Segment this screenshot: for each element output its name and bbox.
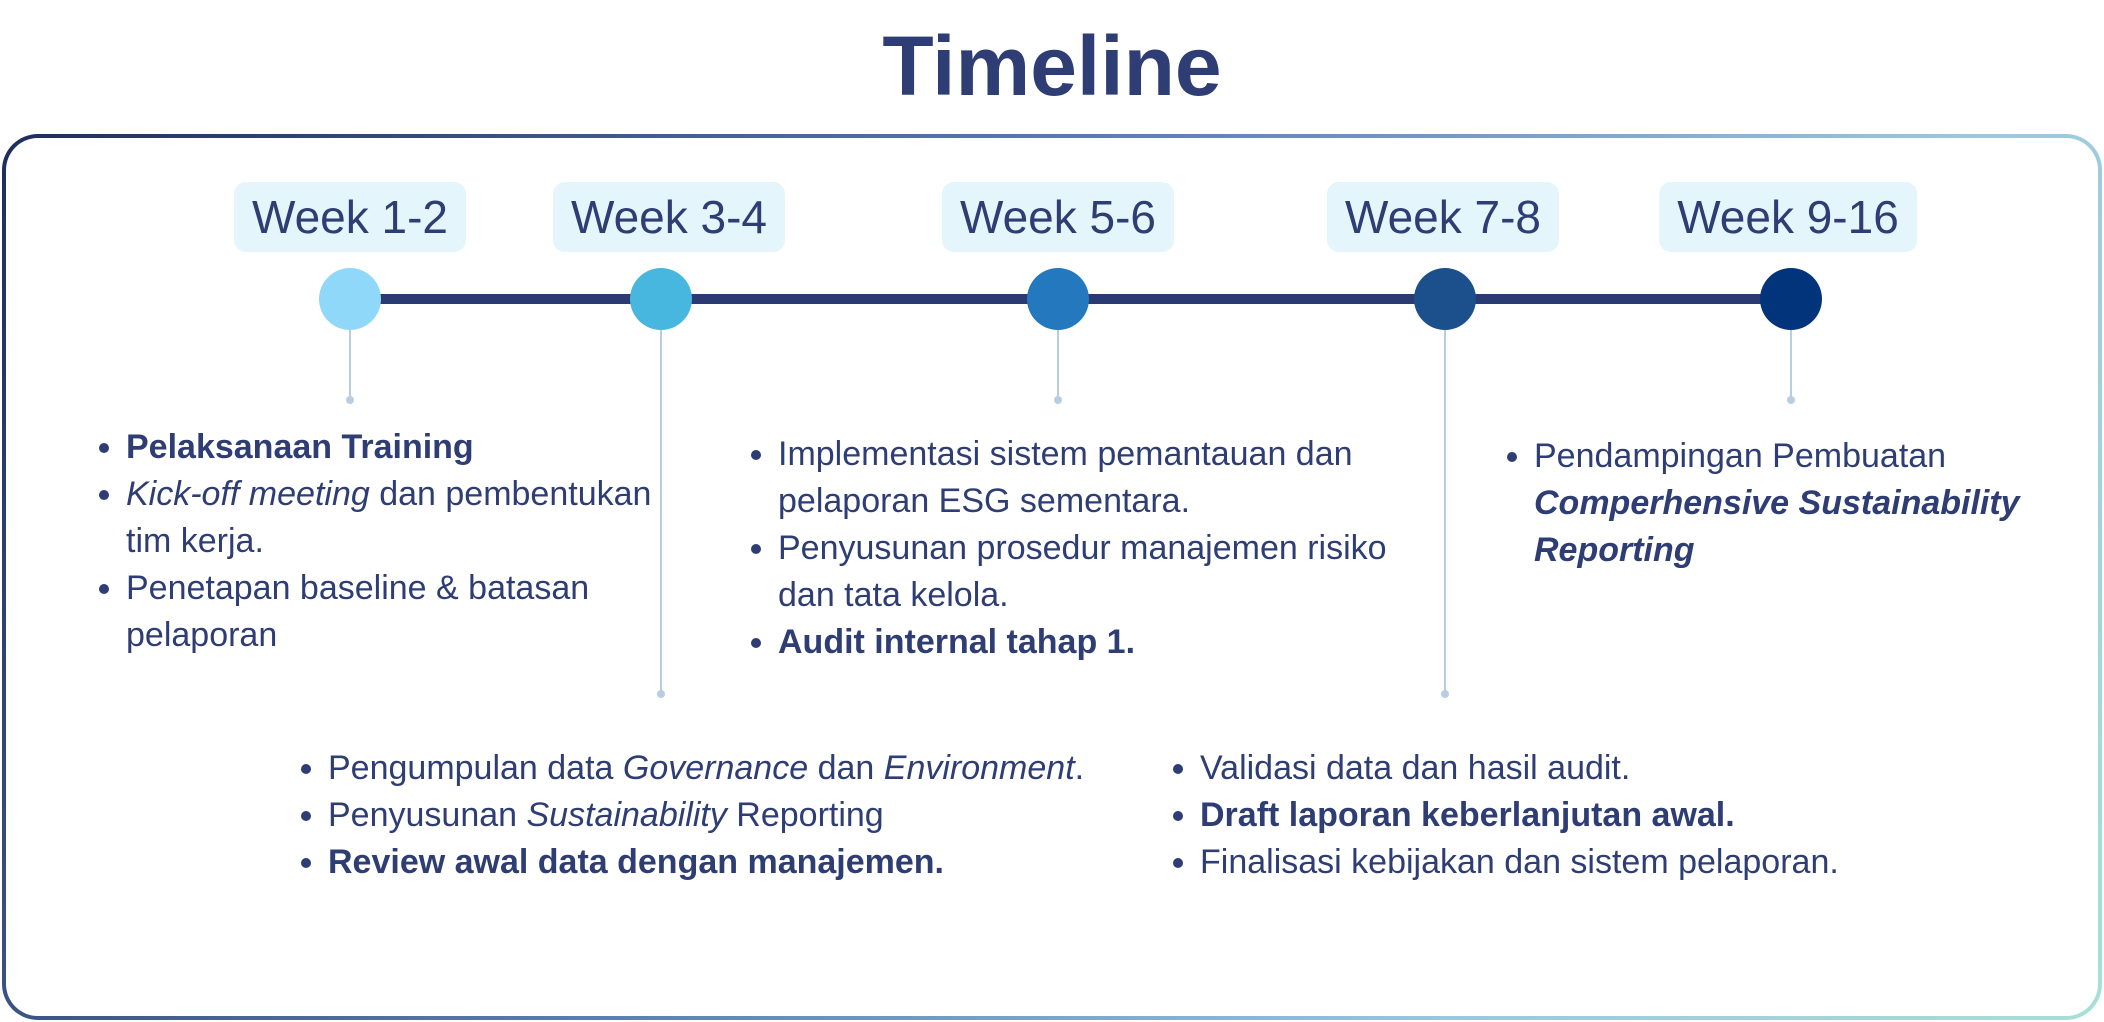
connector-dot-1 (346, 396, 354, 404)
week-1-items: Pelaksanaan TrainingKick-off meeting dan… (86, 424, 696, 659)
timeline-node-4 (1414, 268, 1476, 330)
list-item-text: Reporting (726, 796, 884, 834)
week-label-4: Week 7-8 (1326, 182, 1560, 252)
list-item-text: Penetapan baseline & batasan pelaporan (126, 569, 590, 654)
list-item: Draft laporan keberlanjutan awal. (1200, 792, 2040, 839)
timeline-node-3 (1027, 268, 1089, 330)
week-3-4-items: Pengumpulan data Governance dan Environm… (288, 745, 1118, 886)
list-item: Review awal data dengan manajemen. (328, 839, 1118, 886)
list-item-text: dan pembentukan tim kerja. (126, 475, 652, 560)
list-item: Penyusunan prosedur manajemen risiko dan… (778, 525, 1398, 619)
connector-dot-2 (657, 690, 665, 698)
timeline-node-5 (1760, 268, 1822, 330)
list-item: Kick-off meeting dan pembentukan tim ker… (126, 471, 696, 565)
connector-dot-3 (1054, 396, 1062, 404)
week-5-6-items: Implementasi sistem pemantauan dan pelap… (738, 431, 1398, 666)
list-item-text: Pelaksanaan Training (126, 428, 474, 466)
timeline-node-2 (630, 268, 692, 330)
week-label-5: Week 9-16 (1659, 182, 1917, 252)
list-item-text: Kick-off meeting (126, 475, 370, 513)
list-item: Audit internal tahap 1. (778, 619, 1398, 666)
list-item-text: Implementasi sistem pemantauan dan pelap… (778, 435, 1353, 520)
connector-2 (660, 330, 662, 694)
list-item-text: Audit internal tahap 1. (778, 623, 1136, 661)
connector-4 (1444, 330, 1446, 694)
connector-5 (1790, 330, 1792, 400)
list-item-text: Governance (622, 749, 809, 787)
list-item: Finalisasi kebijakan dan sistem pelapora… (1200, 839, 2040, 886)
list-item-text: Penyusunan (328, 796, 527, 834)
list-item: Validasi data dan hasil audit. (1200, 745, 2040, 792)
list-item-text: dan (808, 749, 884, 787)
week-label-3: Week 5-6 (941, 182, 1175, 252)
list-item-text: Review awal data dengan manajemen. (328, 843, 945, 881)
page-title: Timeline (882, 19, 1222, 113)
list-item-text: Draft laporan keberlanjutan awal. (1200, 796, 1735, 834)
timeline-node-1 (319, 268, 381, 330)
list-item: Implementasi sistem pemantauan dan pelap… (778, 431, 1398, 525)
list-item: Penyusunan Sustainability Reporting (328, 792, 1118, 839)
week-label-2: Week 3-4 (552, 182, 786, 252)
week-label-1: Week 1-2 (233, 182, 467, 252)
list-item-text: Environment (883, 749, 1075, 787)
connector-dot-4 (1441, 690, 1449, 698)
list-item-text: . (1074, 749, 1085, 787)
week-9-16-items: Pendampingan Pembuatan Comperhensive Sus… (1494, 433, 2054, 574)
list-item: Pendampingan Pembuatan Comperhensive Sus… (1534, 433, 2054, 574)
list-item-text: Pengumpulan data (328, 749, 623, 787)
list-item-text: Validasi data dan hasil audit. (1200, 749, 1631, 787)
list-item: Pelaksanaan Training (126, 424, 696, 471)
list-item-text: Pendampingan Pembuatan (1534, 437, 1947, 475)
list-item-text: Penyusunan prosedur manajemen risiko dan… (778, 529, 1387, 614)
connector-dot-5 (1787, 396, 1795, 404)
connector-3 (1057, 330, 1059, 400)
week-7-8-items: Validasi data dan hasil audit. Draft lapo… (1160, 745, 2040, 886)
connector-1 (349, 330, 351, 400)
list-item: Penetapan baseline & batasan pelaporan (126, 565, 696, 659)
list-item-text: Sustainability (526, 796, 727, 834)
list-item: Pengumpulan data Governance dan Environm… (328, 745, 1118, 792)
list-item-text: Finalisasi kebijakan dan sistem pelapora… (1200, 843, 1839, 881)
list-item-text: Comperhensive Sustainability Reporting (1534, 484, 2020, 569)
